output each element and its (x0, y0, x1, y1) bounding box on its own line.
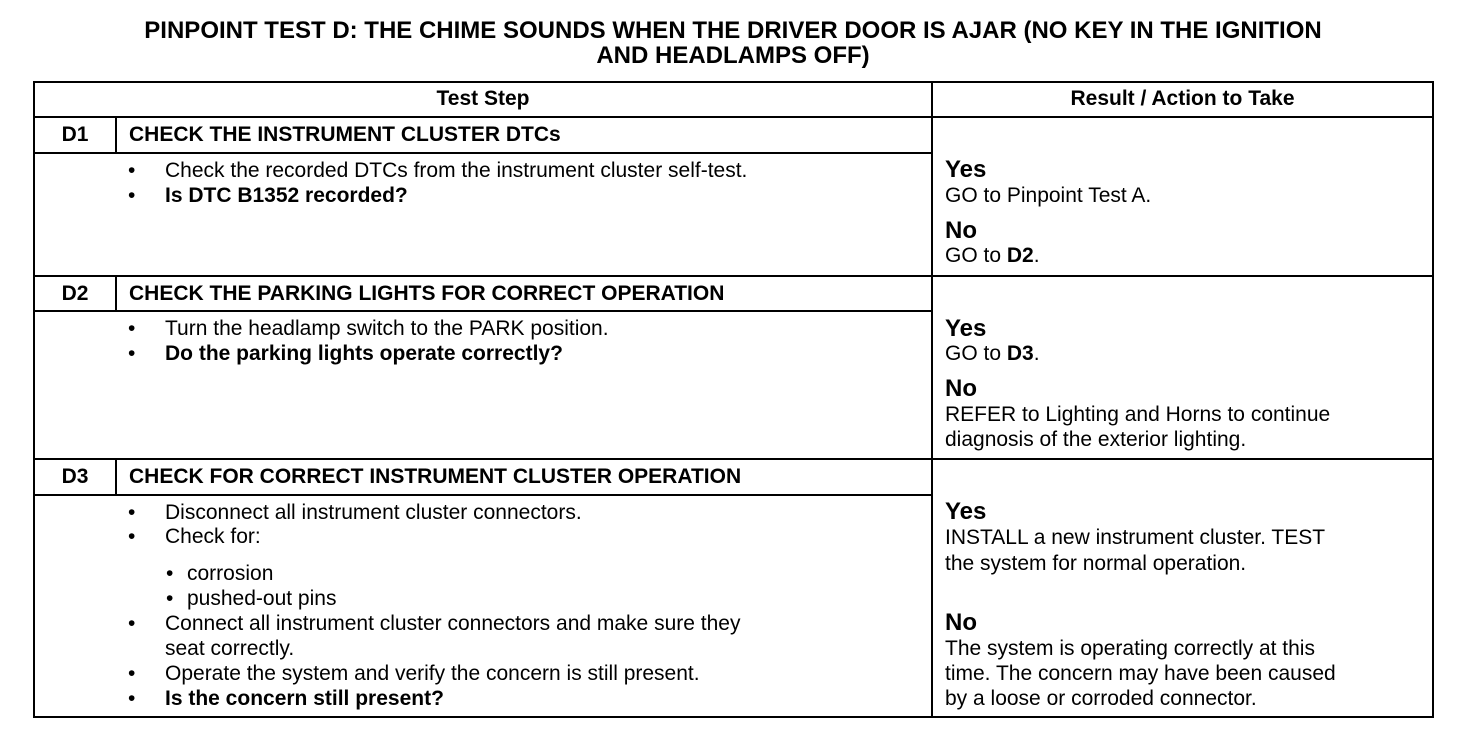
d1-id-divider (115, 116, 117, 153)
row-divider-d2 (33, 275, 1434, 277)
d2-yes-label: Yes (945, 315, 987, 342)
d3-no-line-1: The system is operating correctly at thi… (945, 637, 1315, 660)
d2-id-divider (115, 275, 117, 311)
d1-no-suffix: . (1033, 244, 1040, 267)
bullet: • (128, 612, 136, 635)
d1-no-prefix: GO to (945, 244, 1007, 267)
d1-yes-text: GO to Pinpoint Test A. (945, 184, 1152, 207)
d3-item-3-line-1: Connect all instrument cluster connector… (165, 612, 741, 635)
d3-item-3-line-2: seat correctly. (165, 637, 295, 660)
step-heading-d1: CHECK THE INSTRUMENT CLUSTER DTCs (129, 123, 561, 146)
d3-item-4: Operate the system and verify the concer… (165, 662, 700, 685)
title-line-1: PINPOINT TEST D: THE CHIME SOUNDS WHEN T… (144, 17, 1322, 44)
d2-yes-prefix: GO to (945, 342, 1007, 365)
column-divider (931, 81, 933, 718)
sub-bullet: • (166, 587, 174, 610)
row-divider-header (33, 116, 1434, 118)
bullet: • (128, 525, 136, 548)
step-heading-d3: CHECK FOR CORRECT INSTRUMENT CLUSTER OPE… (129, 465, 742, 488)
d3-subitem-1: corrosion (187, 562, 274, 585)
title-line-2: AND HEADLAMPS OFF) (596, 42, 870, 69)
d2-item-2: Do the parking lights operate correctly? (165, 342, 563, 365)
step-id-d3: D3 (61, 465, 89, 488)
d1-item-2: Is DTC B1352 recorded? (165, 184, 408, 207)
d3-heading-divider (33, 494, 932, 496)
d3-subitem-2: pushed-out pins (187, 587, 337, 610)
sub-bullet: • (166, 562, 174, 585)
d2-no-label: No (945, 375, 977, 402)
bullet: • (128, 342, 136, 365)
d3-no-label: No (945, 609, 977, 636)
step-id-d1: D1 (61, 123, 89, 146)
d3-yes-line-1: INSTALL a new instrument cluster. TEST (945, 526, 1326, 549)
bullet: • (128, 662, 136, 685)
d3-yes-line-2: the system for normal operation. (945, 552, 1247, 575)
d2-heading-divider (33, 310, 932, 312)
d3-id-divider (115, 458, 117, 495)
bullet: • (128, 159, 136, 182)
d3-item-1: Disconnect all instrument cluster connec… (165, 501, 582, 524)
d3-yes-label: Yes (945, 498, 987, 525)
d2-yes-target: D3 (1006, 342, 1034, 365)
d3-item-2: Check for: (165, 525, 261, 548)
d1-no-text: GO to D2. (945, 243, 1040, 268)
d2-yes-text: GO to D3. (945, 341, 1040, 366)
d3-no-line-3: by a loose or corroded connector. (945, 687, 1257, 710)
bullet: • (128, 501, 136, 524)
d3-item-5: Is the concern still present? (165, 687, 444, 710)
step-id-d2: D2 (61, 282, 89, 305)
d1-item-1: Check the recorded DTCs from the instrum… (165, 159, 748, 182)
d1-heading-divider (33, 152, 932, 154)
header-test-step: Test Step (436, 87, 530, 110)
d1-no-target: D2 (1006, 244, 1034, 267)
page-title: PINPOINT TEST D: THE CHIME SOUNDS WHEN T… (0, 18, 1466, 68)
d1-no-label: No (945, 217, 977, 244)
step-heading-d2: CHECK THE PARKING LIGHTS FOR CORRECT OPE… (129, 282, 725, 305)
row-divider-d3 (33, 458, 1434, 460)
bullet: • (128, 687, 136, 710)
bullet: • (128, 317, 136, 340)
bullet: • (128, 184, 136, 207)
d3-no-line-2: time. The concern may have been caused (945, 662, 1336, 685)
d2-no-line-1: REFER to Lighting and Horns to continue (945, 403, 1331, 426)
header-result: Result / Action to Take (1070, 87, 1295, 110)
d2-no-line-2: diagnosis of the exterior lighting. (945, 428, 1247, 451)
d1-yes-label: Yes (945, 156, 987, 183)
d2-item-1: Turn the headlamp switch to the PARK pos… (165, 317, 609, 340)
d2-yes-suffix: . (1033, 342, 1040, 365)
pinpoint-table (33, 81, 1434, 718)
